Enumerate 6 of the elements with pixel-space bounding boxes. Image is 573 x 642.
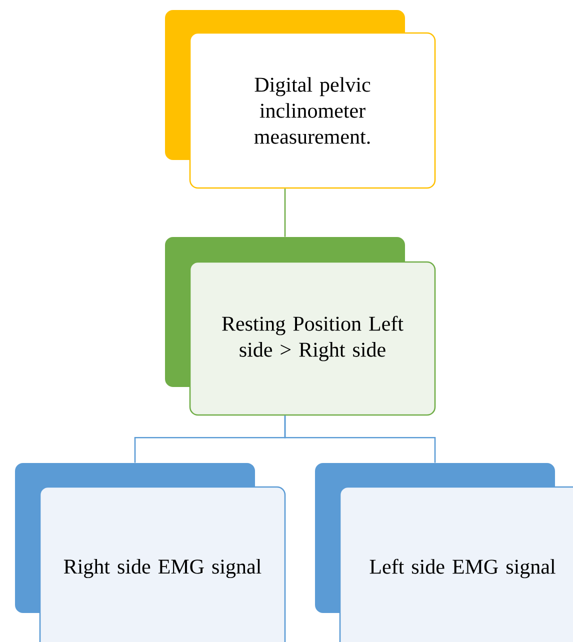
process-box: Resting Position Left side > Right side — [165, 237, 436, 416]
process-box: Left side EMG signal — [315, 463, 573, 642]
process-box: Right side EMG signal — [15, 463, 286, 642]
process-box: Digital pelvic inclinometer measurement. — [165, 10, 436, 189]
connector-line — [284, 416, 436, 463]
connector-line — [284, 188, 286, 237]
